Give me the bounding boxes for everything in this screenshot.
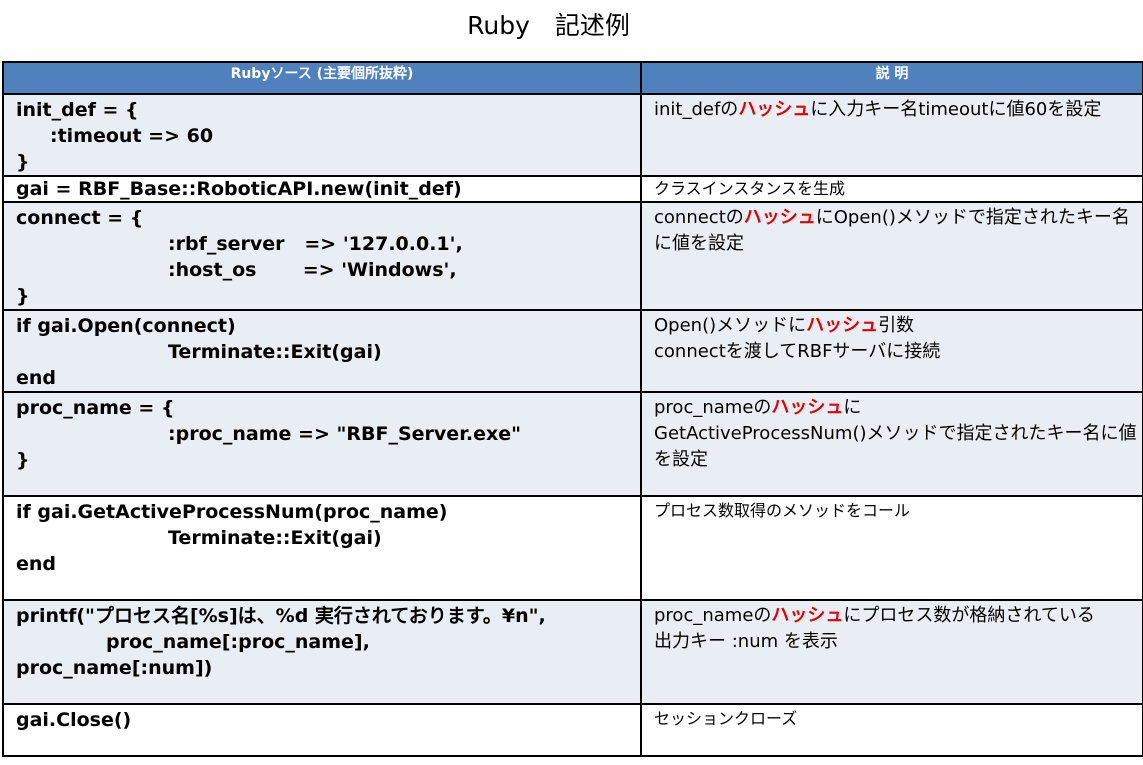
code-line: if gai.Open(connect) <box>16 315 236 337</box>
code-line: } <box>16 151 30 173</box>
code-cell: gai = RBF_Base::RoboticAPI.new(init_def) <box>4 177 640 201</box>
code-line: :proc_name => "RBF_Server.exe" <box>168 423 521 445</box>
code-line: end <box>16 553 57 575</box>
table-row: gai.Close() セッションクローズ <box>2 703 1143 757</box>
code-line: proc_name = { <box>16 397 175 419</box>
desc-cell: クラスインスタンスを生成 <box>654 179 846 198</box>
hash-highlight: ハッシュ <box>771 605 844 626</box>
table-row: if gai.Open(connect)Terminate::Exit(gai)… <box>2 309 1143 393</box>
code-cell: if gai.Open(connect)Terminate::Exit(gai)… <box>4 311 640 391</box>
desc-cell: プロセス数取得のメソッドをコール <box>654 501 911 520</box>
code-line: init_def = { <box>16 99 139 121</box>
hash-highlight: ハッシュ <box>738 99 811 120</box>
desc-cell: connectのハッシュにOpen()メソッドで指定されたキー名に値を設定 <box>654 207 1130 254</box>
desc-cell: init_defのハッシュに入力キー名timeoutに値60を設定 <box>654 99 1102 120</box>
code-line: proc_name[:proc_name], <box>106 631 370 653</box>
code-table: Rubyソース (主要個所抜粋) 説 明 init_def = { :timeou… <box>2 61 1143 757</box>
table-row: connect = { :rbf_server => '127.0.0.1', :h… <box>2 201 1143 311</box>
table-row: printf("プロセス名[%s]は、%d 実行されております。¥n", proc… <box>2 599 1143 705</box>
code-line: } <box>16 449 30 471</box>
code-line: gai = RBF_Base::RoboticAPI.new(init_def) <box>16 178 462 200</box>
code-line: if gai.GetActiveProcessNum(proc_name) <box>16 501 448 523</box>
code-line: printf("プロセス名[%s]は、%d 実行されております。¥n", <box>16 605 546 627</box>
code-line: :timeout => 60 <box>50 125 214 147</box>
header-description: 説 明 <box>640 61 1143 95</box>
header-source: Rubyソース (主要個所抜粋) <box>2 61 642 95</box>
code-line: Terminate::Exit(gai) <box>168 341 382 363</box>
desc-cell: proc_nameのハッシュにプロセス数が格納されている出力キー :num を表… <box>654 605 1095 652</box>
table-row: if gai.GetActiveProcessNum(proc_name) Ter… <box>2 495 1143 601</box>
code-line: gai.Close() <box>16 709 132 731</box>
code-cell: printf("プロセス名[%s]は、%d 実行されております。¥n", proc… <box>4 601 640 681</box>
code-line: :host_os => 'Windows', <box>168 259 457 281</box>
desc-cell: セッションクローズ <box>654 709 798 728</box>
hash-highlight: ハッシュ <box>743 207 816 228</box>
code-line: end <box>16 367 57 389</box>
code-line: :rbf_server => '127.0.0.1', <box>168 233 463 255</box>
code-cell: if gai.GetActiveProcessNum(proc_name) Ter… <box>4 497 640 577</box>
code-cell: init_def = { :timeout => 60} <box>4 95 640 175</box>
page-title: Ruby 記述例 <box>467 11 630 40</box>
hash-highlight: ハッシュ <box>806 315 879 336</box>
table-row: init_def = { :timeout => 60} init_defのハッシ… <box>2 93 1143 177</box>
code-line: proc_name[:num]) <box>16 657 213 679</box>
code-line: connect = { <box>16 207 144 229</box>
code-cell: connect = { :rbf_server => '127.0.0.1', :h… <box>4 203 640 309</box>
table-row: gai = RBF_Base::RoboticAPI.new(init_def)… <box>2 175 1143 203</box>
code-cell: gai.Close() <box>4 705 640 733</box>
hash-highlight: ハッシュ <box>771 397 844 418</box>
code-line: } <box>16 285 30 307</box>
table-row: proc_name = { :proc_name => "RBF_Server.e… <box>2 391 1143 497</box>
code-line: Terminate::Exit(gai) <box>168 527 382 549</box>
code-cell: proc_name = { :proc_name => "RBF_Server.e… <box>4 393 640 473</box>
